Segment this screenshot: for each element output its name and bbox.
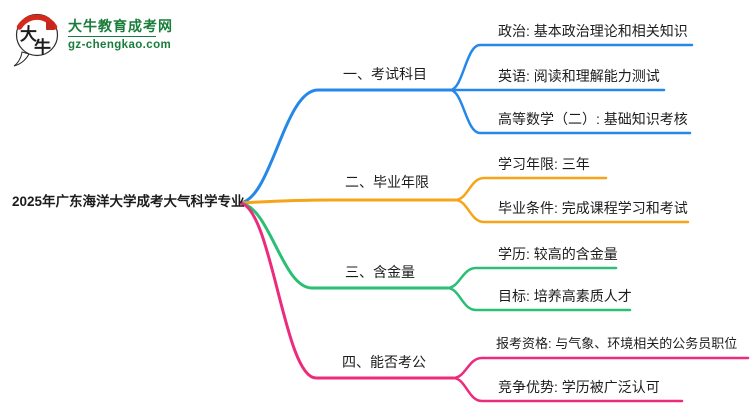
subtopic-math: 高等数学（二）: 基础知识考核	[498, 111, 688, 127]
subtopic-competitive-advantage: 竞争优势: 学历被广泛认可	[498, 379, 660, 395]
branch-civil-service-lines	[238, 201, 750, 403]
root-topic: 2025年广东海洋大学成考大气科学专业	[12, 194, 245, 209]
site-logo: 大 牛 大牛教育成考网 gz-chengkao.com	[12, 12, 173, 68]
logo-text-block: 大牛教育成考网 gz-chengkao.com	[68, 18, 173, 52]
logo-divider	[68, 36, 156, 37]
logo-char-niu: 牛	[34, 37, 51, 58]
subtopic-english: 英语: 阅读和理解能力测试	[498, 68, 660, 84]
branch-exam-subjects-lines	[238, 43, 694, 205]
logo-domain: gz-chengkao.com	[68, 39, 172, 51]
subtopic-grad-conditions: 毕业条件: 完成课程学习和考试	[498, 200, 688, 216]
subtopic-study-years: 学习年限: 三年	[498, 156, 590, 172]
branch-label-value: 三、含金量	[345, 264, 415, 280]
branch-graduation-years-lines	[238, 176, 690, 224]
branch-label-civil-service: 四、能否考公	[342, 354, 426, 370]
logo-title: 大牛教育成考网	[68, 18, 173, 34]
subtopic-apply-qualification: 报考资格: 与气象、环境相关的公务员职位	[496, 336, 738, 351]
logo-char-da: 大	[20, 24, 37, 45]
subtopic-degree-value: 学历: 较高的含金量	[498, 246, 618, 262]
branch-label-graduation-years: 二、毕业年限	[345, 174, 429, 190]
daniu-logo-icon: 大 牛	[13, 13, 59, 67]
subtopic-politics: 政治: 基本政治理论和相关知识	[498, 23, 688, 39]
branch-value-lines	[238, 201, 632, 312]
branch-label-exam-subjects: 一、考试科目	[343, 66, 427, 82]
subtopic-goal: 目标: 培养高素质人才	[498, 288, 632, 304]
